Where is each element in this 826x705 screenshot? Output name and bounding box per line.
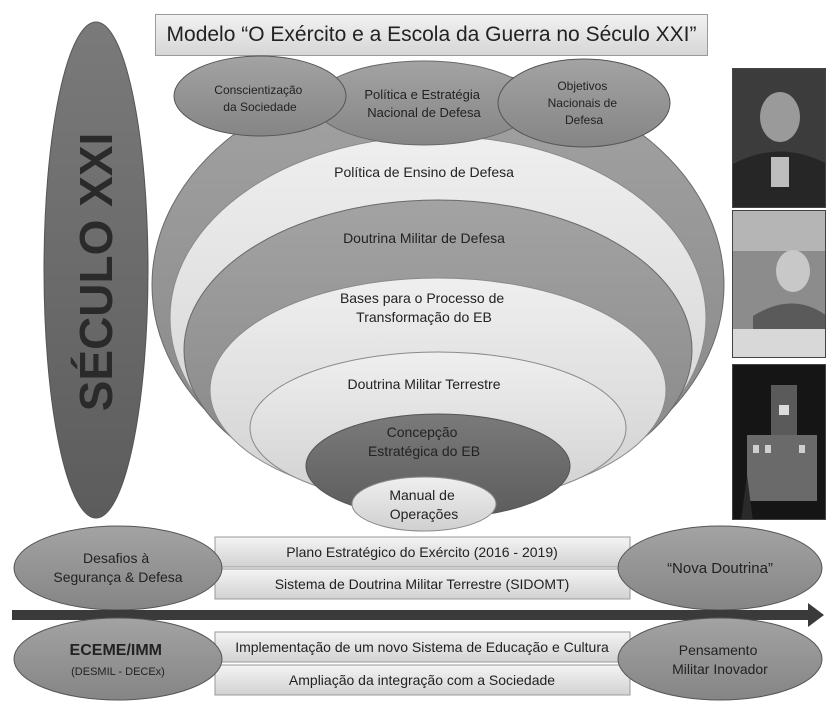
row2-bar-1 [214,631,631,663]
row1-bar-2 [214,568,631,600]
timeline-arrow-shaft [12,610,810,620]
layer-label-5-line-2: Estratégica do EB [368,443,480,459]
layer-oval-7 [351,476,497,532]
building-image [733,365,825,519]
top-bubble-center-text: Política e Estratégia Nacional de Defesa [364,87,483,120]
top-bubble-right-oval [497,58,671,148]
row2-bar-1-text: Implementação de um novo Sistema de Educ… [235,639,609,655]
diagram-title: Modelo “O Exército e a Escola da Guerra … [155,14,708,56]
layer-label-6-line-1: Manual de [389,487,455,503]
top-bubble-left-oval [173,55,347,137]
row1-left-line-1: Desafios à [83,550,149,566]
layer-label-5-line-1: Concepção [387,424,458,440]
row2-bar-2 [214,664,631,696]
century-oval [43,21,149,519]
portrait-2-image [733,211,825,357]
row1-bar-1 [214,536,631,568]
row2-left-line-1: ECEME/IMM [70,642,162,659]
portrait-photo-2 [732,210,826,358]
row2-left-line-2: (DESMIL - DECEx) [71,666,165,678]
layer-label-1: Política de Ensino de Defesa [334,164,514,180]
row1-left-text: Desafios à Segurança & Defesa [53,550,182,585]
row1-right-text: “Nova Doutrina” [667,560,773,577]
top-bubble-right-line-2: Nacionais de [548,96,618,110]
top-bubble-left-text: Conscientização da Sociedade [214,83,305,114]
row2-bar-2-text: Ampliação da integração com a Sociedade [289,672,555,688]
row2-right-oval [617,617,823,701]
layer-label-3-line-1: Bases para o Processo de [340,290,504,306]
row1-left-line-2: Segurança & Defesa [53,569,182,585]
layer-label-3-line-2: Transformação do EB [356,309,492,325]
timeline-arrow-head [808,603,824,627]
top-bubble-right-text: Objetivos Nacionais de Defesa [548,79,621,127]
top-bubble-center-line-2: Nacional de Defesa [367,105,481,120]
layer-label-6-line-2: Operações [390,506,458,522]
layer-label-6: Manual de Operações [389,487,458,522]
row1-left-oval [13,525,223,611]
row2-right-line-1: Pensamento [679,642,758,658]
top-bubble-right-line-1: Objetivos [557,79,607,93]
top-bubble-left-line-2: da Sociedade [223,100,297,114]
row1-bar-2-text: Sistema de Doutrina Militar Terrestre (S… [275,576,570,592]
portrait-photo-1 [732,68,826,208]
top-bubble-center-line-1: Política e Estratégia [364,87,480,102]
building-photo [732,364,826,520]
row2-left-text: ECEME/IMM (DESMIL - DECEx) [70,642,167,678]
row2-left-oval [13,617,223,701]
layer-label-3: Bases para o Processo de Transformação d… [340,290,508,325]
layer-label-4: Doutrina Militar Terrestre [347,376,500,392]
portrait-1-image [733,69,825,207]
century-label: SÉCULO XXI [70,133,122,412]
top-bubble-right-line-3: Defesa [565,113,603,127]
row1-bar-1-text: Plano Estratégico do Exército (2016 - 20… [286,544,558,560]
top-bubble-left-line-1: Conscientização [214,83,302,97]
row2-right-text: Pensamento Militar Inovador [672,642,768,677]
layer-label-2: Doutrina Militar de Defesa [343,230,505,246]
layer-label-5: Concepção Estratégica do EB [368,424,480,459]
row2-right-line-2: Militar Inovador [672,661,768,677]
